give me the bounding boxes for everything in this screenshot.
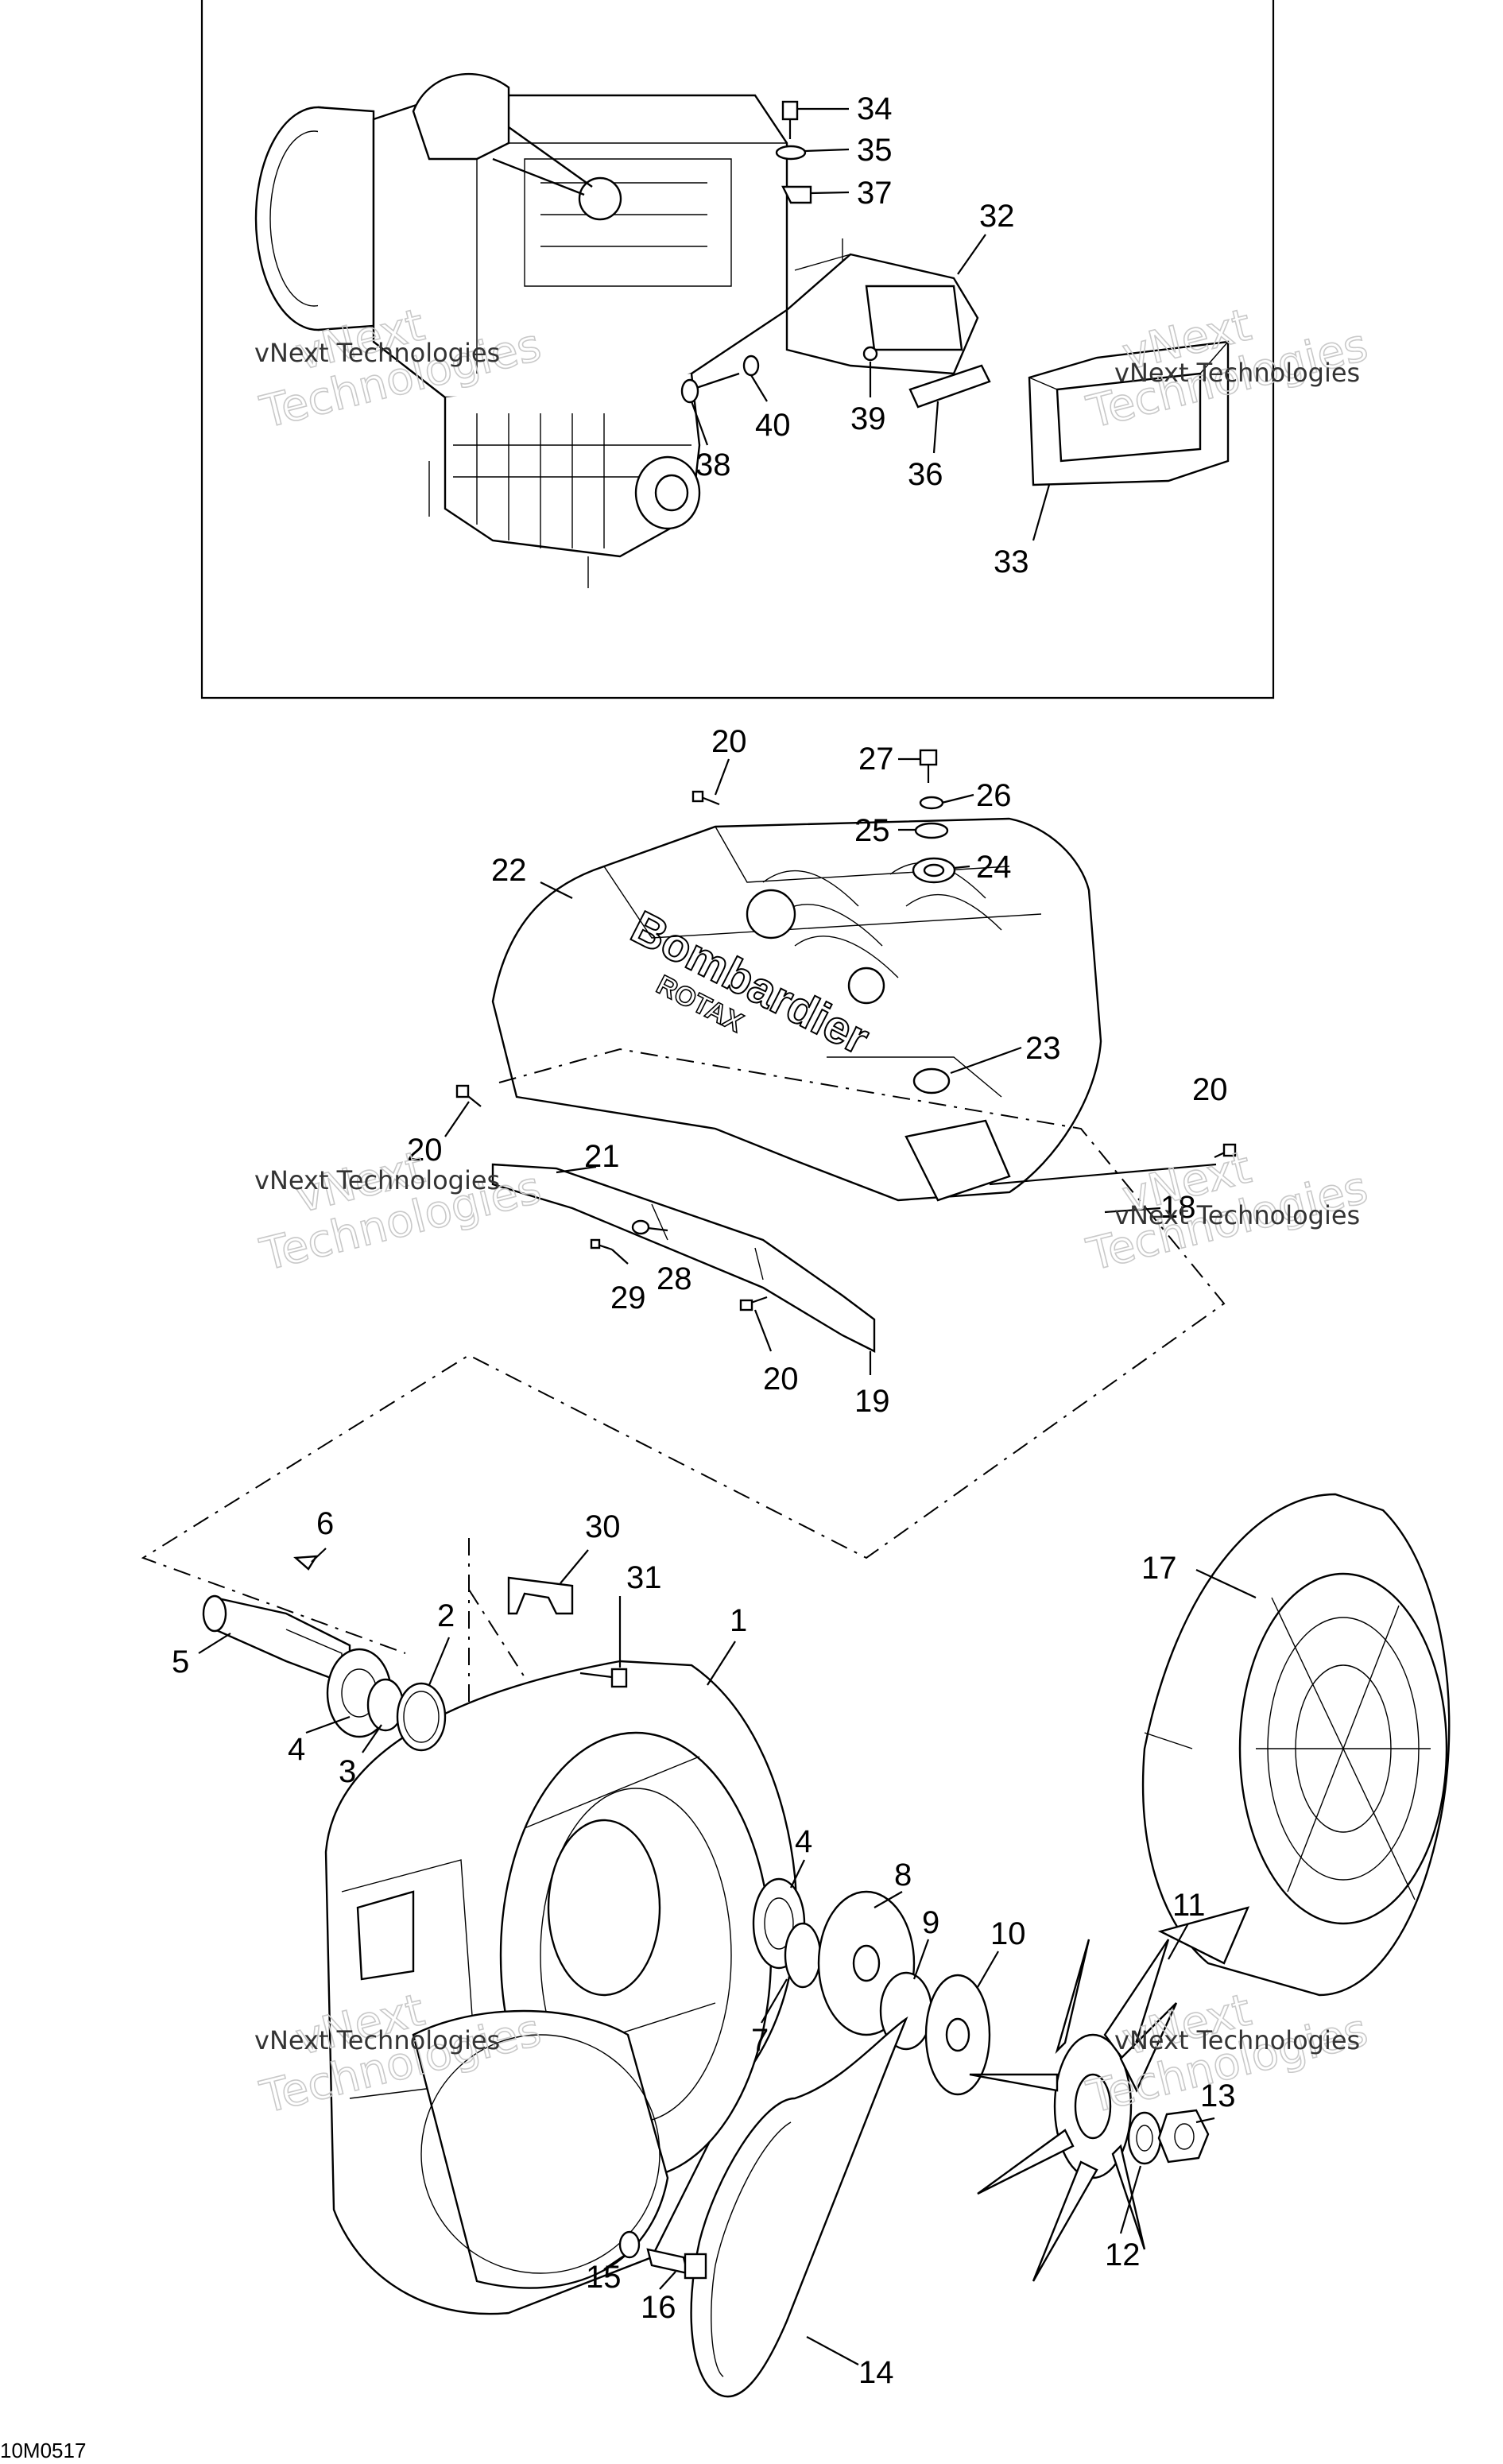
nut-washer — [1127, 2109, 1210, 2165]
engine-cover — [491, 817, 1102, 1202]
callout-9: 9 — [922, 1905, 939, 1940]
callout-4-right: 4 — [795, 1824, 812, 1859]
callout-20-top: 20 — [711, 724, 747, 759]
callout-27: 27 — [858, 742, 894, 777]
pulley-stack — [752, 1877, 991, 2096]
callout-5: 5 — [172, 1645, 189, 1679]
leader-lines — [198, 107, 1257, 2365]
cooling-fan — [969, 1939, 1178, 2282]
callout-35: 35 — [857, 133, 893, 168]
callout-14: 14 — [858, 2355, 894, 2390]
callout-32: 32 — [979, 199, 1015, 234]
drive-belt — [690, 2016, 908, 2398]
callout-20-right: 20 — [1192, 1072, 1228, 1107]
callout-12: 12 — [1105, 2237, 1141, 2272]
drawing-code: 10M0517 — [0, 2439, 86, 2462]
callout-30: 30 — [585, 1509, 621, 1544]
callout-18: 18 — [1160, 1190, 1196, 1225]
callout-39: 39 — [850, 401, 886, 436]
callout-15: 15 — [586, 2260, 622, 2295]
callout-37: 37 — [857, 176, 893, 211]
bolt-washer — [618, 2230, 707, 2280]
callout-29: 29 — [610, 1280, 646, 1315]
callout-4-left: 4 — [288, 1732, 305, 1767]
callout-16: 16 — [641, 2290, 676, 2325]
watermark-text-1: vNext Technologies — [254, 338, 500, 368]
callout-25: 25 — [854, 813, 890, 848]
callout-34: 34 — [857, 91, 893, 126]
callout-6: 6 — [316, 1506, 334, 1541]
watermark-text-5: vNext Technologies — [254, 2025, 500, 2055]
watermark-text-4: vNext Technologies — [1114, 1200, 1360, 1230]
callout-19: 19 — [854, 1384, 890, 1419]
callout-10: 10 — [990, 1916, 1026, 1951]
callout-20-left: 20 — [407, 1133, 443, 1168]
callout-23: 23 — [1025, 1031, 1061, 1066]
callout-11: 11 — [1172, 1888, 1206, 1923]
duct-parts — [680, 100, 1230, 486]
fan-housing — [324, 1660, 798, 2315]
callout-7: 7 — [751, 2023, 769, 2058]
fan-guard — [1141, 1493, 1451, 1997]
callout-labels: 34 35 37 32 39 40 38 36 33 20 27 26 25 2… — [172, 91, 1236, 2390]
clip-bolt — [507, 1576, 628, 1688]
inset-frame — [200, 0, 1275, 699]
watermark-text-3: vNext Technologies — [254, 1165, 500, 1195]
callout-24: 24 — [976, 850, 1012, 885]
callout-21: 21 — [584, 1139, 620, 1174]
watermarks: vNext Technologies vNext Technologies vN… — [254, 299, 1373, 2125]
callout-17: 17 — [1141, 1551, 1177, 1586]
engine-assembly — [254, 72, 788, 588]
callout-38: 38 — [695, 447, 731, 482]
callout-1: 1 — [730, 1603, 747, 1638]
fastener-stack — [912, 749, 956, 884]
callout-3: 3 — [339, 1754, 356, 1789]
callout-36: 36 — [908, 457, 943, 492]
callout-13: 13 — [1200, 2079, 1236, 2113]
callout-8: 8 — [894, 1858, 912, 1893]
callout-2: 2 — [437, 1598, 455, 1633]
shaft-assembly — [202, 1555, 447, 1752]
callout-26: 26 — [976, 778, 1012, 813]
callout-28: 28 — [657, 1261, 692, 1296]
watermark-text-2: vNext Technologies — [1114, 358, 1360, 388]
callout-40: 40 — [755, 408, 791, 443]
callout-33: 33 — [994, 544, 1029, 579]
callout-20-bottom: 20 — [763, 1362, 799, 1397]
watermark-text-6: vNext Technologies — [1114, 2025, 1360, 2055]
callout-31: 31 — [626, 1560, 662, 1595]
callout-22: 22 — [491, 853, 527, 888]
support-bracket — [455, 790, 1237, 1353]
